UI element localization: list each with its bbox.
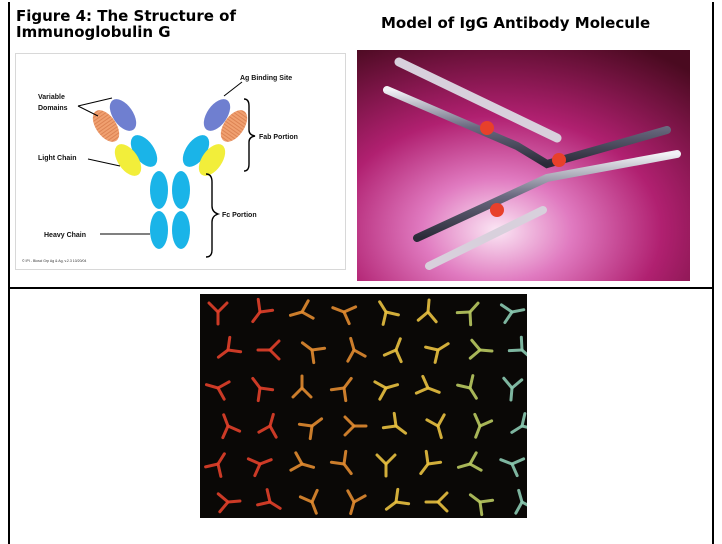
variable-domains-label-line1: Variable: [38, 94, 65, 101]
model-bead-middle: [552, 153, 566, 167]
heavy-chain-label: Heavy Chain: [44, 232, 86, 239]
heavy-chain-fc-left-upper: [150, 171, 168, 209]
heavy-chain-fc-right-upper: [172, 171, 190, 209]
igg-diagram-svg: Ag Binding Site Variable Domains Fab Por…: [16, 54, 345, 269]
variable-domains-pointer-a: [78, 98, 112, 106]
heavy-chain-fc-left-lower: [150, 211, 168, 249]
fab-portion-bracket: [244, 99, 255, 171]
ag-binding-site-pointer: [224, 82, 242, 96]
ag-binding-site-label: Ag Binding Site: [240, 75, 292, 82]
section-divider: [8, 287, 714, 289]
antibody-array-photo: [200, 294, 527, 518]
model-bead-upper: [480, 121, 494, 135]
antibody-array-svg: [200, 294, 527, 518]
figure-title: Figure 4: The Structure of Immunoglobuli…: [16, 8, 336, 40]
light-chain-label: Light Chain: [38, 155, 77, 162]
igg-model-photo: [357, 50, 690, 281]
model-title: Model of IgG Antibody Molecule: [381, 14, 650, 32]
light-chain-pointer: [88, 159, 120, 166]
heavy-chain-fc-right-lower: [172, 211, 190, 249]
figure-title-line2: Immunoglobulin G: [16, 24, 336, 40]
figure-title-line1: Figure 4: The Structure of: [16, 8, 336, 24]
igg-model-photo-svg: [357, 50, 690, 281]
fab-portion-label: Fab Portion: [259, 134, 298, 141]
fc-portion-bracket: [206, 174, 218, 257]
diagram-credit: © IPI - Biosci Grp Ag & Ag, v.2.3 10/20/…: [22, 259, 86, 263]
variable-domains-pointer-b: [78, 106, 98, 116]
model-bead-lower: [490, 203, 504, 217]
igg-structure-diagram: Ag Binding Site Variable Domains Fab Por…: [15, 53, 346, 270]
fc-portion-label: Fc Portion: [222, 212, 257, 219]
variable-domains-label-line2: Domains: [38, 105, 68, 112]
